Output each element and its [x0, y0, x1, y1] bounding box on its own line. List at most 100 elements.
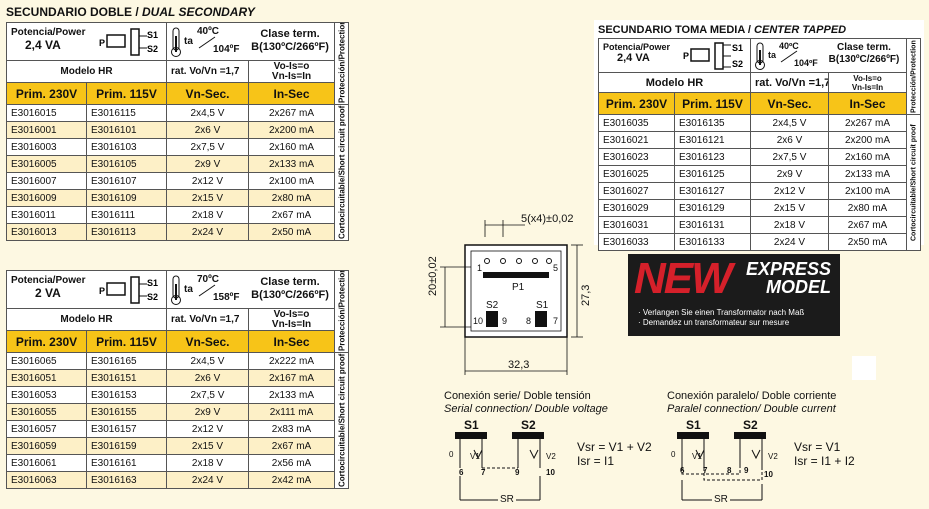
s1-label: S1 — [536, 300, 549, 311]
p1-label: P1 — [512, 282, 525, 293]
thermometer-icon — [171, 27, 181, 57]
dual-secondary-title: SECUNDARIO DOBLE / DUAL SECONDARY — [6, 5, 255, 19]
serial-s2-label: S2 — [521, 418, 536, 432]
spec-table-2va: Potencia/Power 2 VA P S1 S2 ta 70ºC 158º… — [6, 270, 349, 489]
pin-5-label: 5 — [553, 263, 559, 273]
svg-text:S1: S1 — [147, 30, 158, 40]
power-cell: Potencia/Power 2,4 VA P S1 S2 — [6, 22, 167, 61]
dim-width-label: 32,3 — [508, 359, 530, 371]
temp-class-cell: ta 70ºC 158ºF Clase term. B(130ºC/266ºF) — [166, 270, 335, 309]
col-header-prim-115: Prim. 115V — [86, 330, 167, 353]
protection-side-label: Protección/Protection — [334, 270, 349, 353]
ratio-label: rat. Vo/Vn =1,7 — [166, 308, 249, 331]
short-circuit-side-label: Cortocircuitable/Short circuit proof — [334, 104, 349, 241]
col-header-in-sec: In-Sec — [248, 330, 335, 353]
pin-1-label: 1 — [477, 263, 483, 273]
serial-s1-label: S1 — [464, 418, 479, 432]
spec-table-center-tapped: Potencia/Power 2,4 VA P S1 S2 ta 40ºC 10… — [598, 38, 921, 251]
temp-class-cell: ta 40ºC 104ºF Clase term. B(130ºC/266ºF) — [750, 38, 907, 73]
pin-10-label: 10 — [473, 316, 484, 326]
short-circuit-side-label: Cortocircuitable/Short circuit proof — [906, 114, 921, 251]
col-header-in-sec: In-Sec — [248, 82, 335, 105]
col-header-prim-230: Prim. 230V — [6, 330, 87, 353]
dual-secondary-symbol-icon: P S1 S2 — [99, 28, 158, 56]
dim-side-label: 27,3 — [580, 284, 592, 306]
col-header-vn-sec: Vn-Sec. — [750, 92, 829, 115]
center-tapped-title: SECUNDARIO TOMA MEDIA / CENTER TAPPED — [598, 24, 847, 36]
transformer-body — [464, 244, 568, 338]
pin-7-label: 7 — [553, 316, 559, 326]
svg-text:S1: S1 — [147, 278, 158, 288]
ratio-label: rat. Vo/Vn =1,7 — [166, 60, 249, 83]
new-logo-text: NEW — [634, 254, 733, 303]
temp-class-cell: ta 40ºC 104ºF Clase term. B(130ºC/266ºF) — [166, 22, 335, 61]
model-label: Modelo HR — [598, 72, 751, 93]
new-express-model-badge: NEW EXPRESS MODEL · Verlangen Sie einen … — [628, 254, 840, 336]
serial-equations: Vsr = V1 + V2 Isr = I1 — [577, 440, 652, 468]
svg-text:S2: S2 — [732, 59, 743, 69]
protection-side-label: Protección/Protection — [906, 38, 921, 115]
parallel-s1-label: S1 — [686, 418, 701, 432]
thermometer-icon — [755, 42, 765, 70]
serial-connection-diagram — [455, 432, 544, 501]
col-header-prim-115: Prim. 115V — [86, 82, 167, 105]
serial-connection-title: Conexión serie/ Doble tensión Serial con… — [444, 390, 608, 415]
svg-text:S1: S1 — [732, 43, 743, 53]
thermometer-icon — [171, 275, 181, 305]
col-header-prim-230: Prim. 230V — [598, 92, 675, 115]
col-header-vn-sec: Vn-Sec. — [166, 330, 249, 353]
col-header-prim-230: Prim. 230V — [6, 82, 87, 105]
dual-secondary-symbol-icon: P S1 S2 — [99, 276, 158, 304]
pin-9-label: 9 — [502, 316, 508, 326]
col-header-vn-sec: Vn-Sec. — [166, 82, 249, 105]
s2-label: S2 — [486, 300, 499, 311]
parallel-equations: Vsr = V1 Isr = I1 + I2 — [794, 440, 855, 468]
svg-text:P: P — [99, 286, 105, 296]
power-cell: Potencia/Power 2 VA P S1 S2 — [6, 270, 167, 309]
model-label: Modelo HR — [6, 60, 167, 83]
short-circuit-side-label: Cortocircuitable/Short circuit proof — [334, 352, 349, 489]
svg-text:P: P — [683, 51, 689, 61]
dim-pins-label: 5(x4)±0,02 — [521, 213, 574, 225]
spec-table-2-4va: Potencia/Power 2,4 VA P S1 S2 ta 40ºC 10… — [6, 22, 349, 241]
svg-text:P: P — [99, 38, 105, 48]
parallel-connection-title: Conexión paralelo/ Doble corriente Paral… — [667, 390, 837, 415]
protection-side-label: Protección/Protection — [334, 22, 349, 105]
center-tapped-symbol-icon: P S1 S2 — [683, 42, 743, 70]
dim-height-label: 20±0,02 — [427, 256, 439, 296]
col-header-prim-115: Prim. 115V — [674, 92, 751, 115]
power-cell: Potencia/Power 2,4 VA P S1 S2 — [598, 38, 751, 73]
svg-text:S2: S2 — [147, 292, 158, 302]
footprint-diagram — [440, 220, 583, 375]
blank-square — [852, 356, 876, 380]
ratio-label: rat. Vo/Vn =1,7 — [750, 72, 829, 93]
model-label: Modelo HR — [6, 308, 167, 331]
